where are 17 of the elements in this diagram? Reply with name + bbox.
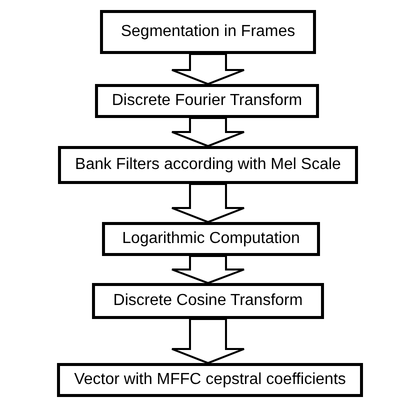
process-box	[100, 10, 316, 54]
step-label: Vector with MFFC cepstral coefficients	[74, 371, 346, 389]
process-box	[92, 283, 324, 319]
process-box	[102, 222, 320, 256]
step-label: Discrete Fourier Transform	[112, 92, 302, 110]
block-arrow	[171, 53, 245, 86]
process-box	[58, 146, 358, 184]
block-arrow	[171, 255, 245, 284]
block-arrow	[171, 183, 245, 224]
process-box	[57, 363, 363, 397]
block-arrow	[171, 117, 245, 148]
step-label: Segmentation in Frames	[120, 23, 296, 41]
process-box	[95, 84, 319, 118]
step-label: Logarithmic Computation	[122, 230, 300, 248]
step-label: Bank Filters according with Mel Scale	[75, 156, 341, 174]
block-arrow	[171, 318, 245, 364]
step-label: Discrete Cosine Transform	[113, 292, 303, 310]
